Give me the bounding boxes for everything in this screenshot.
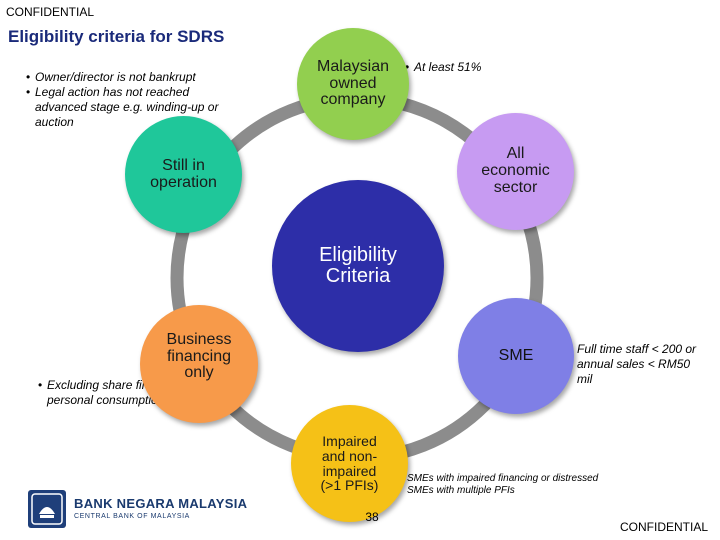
note-impaired-item: SMEs with impaired financing or distress… xyxy=(398,473,603,497)
note-sme-item: Full time staff < 200 or annual sales < … xyxy=(568,342,708,387)
note-operation-item: Owner/director is not bankrupt xyxy=(26,70,241,85)
node-line: only xyxy=(184,364,214,382)
center-line: Eligibility xyxy=(319,244,397,266)
node-line: sector xyxy=(493,178,538,196)
note-impaired: SMEs with impaired financing or distress… xyxy=(398,473,603,497)
node-business-financing: Business financing only xyxy=(140,305,258,423)
node-line: impaired xyxy=(322,462,377,479)
center-line: Criteria xyxy=(325,265,391,287)
node-line: economic xyxy=(481,162,550,180)
node-line: Impaired xyxy=(322,433,377,450)
node-line: All xyxy=(506,145,525,163)
node-line: Business xyxy=(166,330,232,348)
note-operation: Owner/director is not bankrupt Legal act… xyxy=(26,70,241,130)
node-line: (>1 PFIs) xyxy=(320,477,379,494)
confidential-label-bottom: CONFIDENTIAL xyxy=(619,520,708,534)
bank-name: BANK NEGARA MALAYSIA xyxy=(74,496,248,511)
note-operation-item: Legal action has not reached advanced st… xyxy=(26,85,241,130)
node-line: Still in xyxy=(162,156,205,174)
node-line: financing xyxy=(166,347,232,365)
node-line: company xyxy=(320,91,386,109)
node-line: SME xyxy=(498,346,534,364)
node-line: operation xyxy=(150,173,217,191)
node-malaysian-owned: Malaysian owned company xyxy=(297,28,409,140)
node-impaired: Impaired and non- impaired (>1 PFIs) xyxy=(291,405,408,522)
node-sme: SME xyxy=(458,298,574,414)
note-malaysian-item: At least 51% xyxy=(405,60,525,75)
node-still-in-operation: Still in operation xyxy=(125,116,242,233)
bank-logo-icon xyxy=(28,490,66,528)
node-line: owned xyxy=(329,74,377,92)
node-all-economic-sector: All economic sector xyxy=(457,113,574,230)
slide-title: Eligibility criteria for SDRS xyxy=(8,27,225,46)
center-circle: Eligibility Criteria xyxy=(272,180,444,352)
note-malaysian: At least 51% xyxy=(405,60,525,75)
confidential-label-top: CONFIDENTIAL xyxy=(6,5,95,19)
node-line: Malaysian xyxy=(316,57,390,75)
note-sme: Full time staff < 200 or annual sales < … xyxy=(568,342,708,387)
node-line: and non- xyxy=(321,447,378,464)
bank-subtitle: CENTRAL BANK OF MALAYSIA xyxy=(74,513,190,520)
page-number: 38 xyxy=(365,510,379,524)
